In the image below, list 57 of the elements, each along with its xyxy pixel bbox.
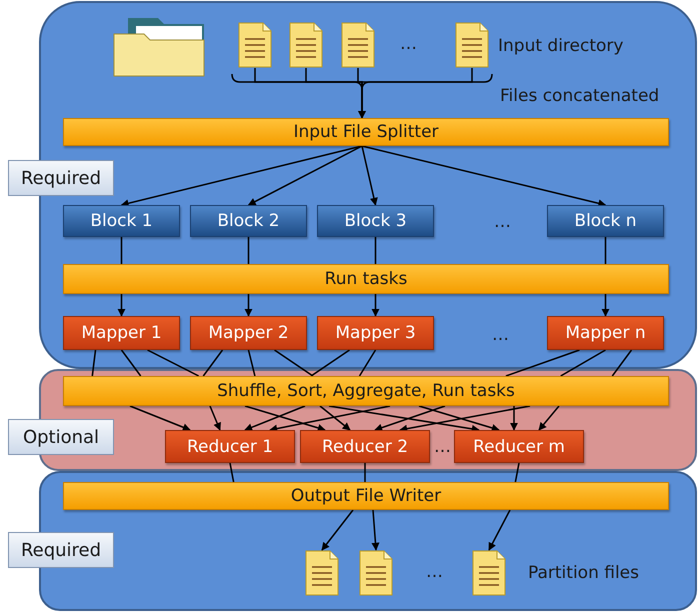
task-box: Mapper 1 (63, 316, 180, 350)
arrow (328, 405, 480, 433)
document-icon (359, 550, 393, 596)
arrow (488, 510, 511, 551)
task-box: Mapper n (547, 316, 664, 350)
arrow (269, 405, 390, 432)
arrow (361, 146, 378, 206)
document-icon (238, 22, 272, 68)
arrow (371, 510, 380, 551)
section-tag: Optional (8, 419, 114, 455)
arrow (358, 68, 473, 119)
process-bar: Output File Writer (63, 482, 669, 510)
arrow (321, 510, 354, 551)
section-tag: Required (8, 532, 114, 568)
block-box: Block 1 (63, 205, 180, 237)
section-tag: Required (8, 160, 114, 196)
document-icon (472, 550, 506, 596)
task-box: Reducer 2 (300, 430, 430, 463)
arrow (130, 405, 191, 432)
arrow (374, 405, 446, 432)
arrow (320, 405, 351, 431)
block-box: Block n (547, 205, 664, 237)
ellipsis: … (426, 562, 443, 582)
arrow (209, 406, 221, 431)
arrow (118, 294, 126, 317)
task-box: Mapper 3 (317, 316, 434, 350)
ellipsis: … (492, 325, 509, 345)
arrow (602, 294, 610, 317)
ellipsis: … (494, 212, 511, 232)
label: Partition files (528, 563, 639, 583)
process-bar: Input File Splitter (63, 118, 669, 146)
document-icon (341, 22, 375, 68)
process-bar: Run tasks (63, 264, 669, 294)
block-box: Block 3 (317, 205, 434, 237)
task-box: Mapper 2 (190, 316, 307, 350)
document-icon (455, 22, 489, 68)
process-bar: Shuffle, Sort, Aggregate, Run tasks (63, 376, 669, 406)
arrow (538, 406, 560, 431)
label: Files concatenated (500, 86, 660, 106)
ellipsis: … (400, 34, 417, 54)
arrow (244, 294, 252, 317)
arrow (120, 145, 362, 208)
arrow (244, 405, 326, 432)
label: Input directory (498, 36, 624, 56)
arrow (418, 405, 500, 432)
arrow (510, 406, 518, 431)
task-box: Reducer m (454, 430, 584, 463)
arrow (399, 405, 530, 433)
task-box: Reducer 1 (165, 430, 295, 463)
block-box: Block 2 (190, 205, 307, 237)
arrow (362, 145, 606, 208)
arrow (248, 145, 362, 206)
document-icon (305, 550, 339, 596)
arrow (372, 294, 380, 317)
arrow (244, 405, 306, 432)
document-icon (289, 22, 323, 68)
ellipsis: … (434, 437, 451, 457)
